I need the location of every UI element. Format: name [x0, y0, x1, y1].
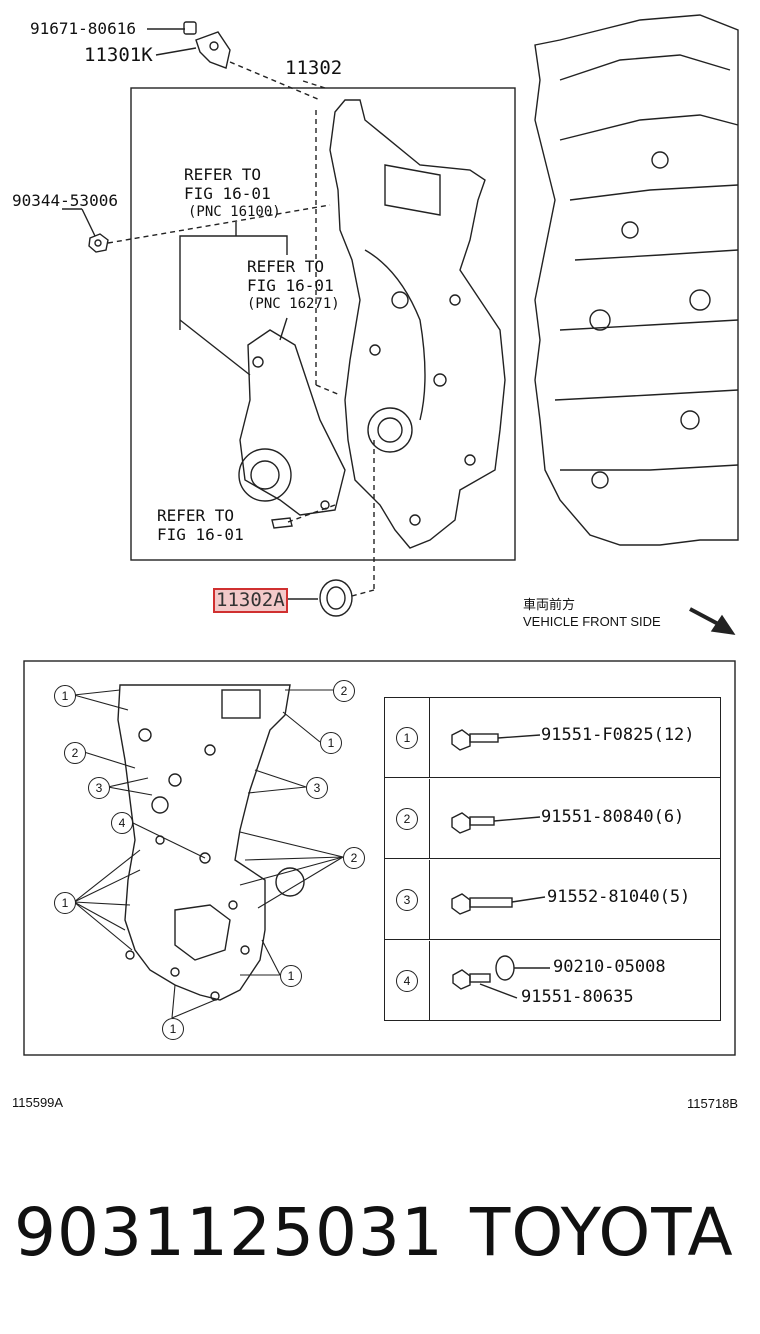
- water-pump-shape: [238, 329, 346, 516]
- table-num-cell: 1: [385, 698, 430, 777]
- callout-circle-3: 3: [306, 777, 328, 799]
- direction-label-jp: 車両前方: [523, 597, 576, 612]
- table-bolt-icons: [451, 729, 550, 999]
- callout-circle-1: 1: [54, 685, 76, 707]
- callout-circle-4: 4: [111, 812, 133, 834]
- part-number-washer[interactable]: 90210-05008: [553, 957, 666, 977]
- ref2-line1: REFER TO: [247, 257, 325, 276]
- label-sensor-bolt: 91671-80616: [30, 19, 136, 38]
- row-callout-circle: 2: [396, 808, 418, 830]
- callout-leaders: [73, 689, 344, 1019]
- table-num-cell: 4: [385, 941, 430, 1021]
- label-crank-sensor: 11301K: [84, 44, 153, 66]
- part-number[interactable]: 91552-81040(5): [547, 887, 691, 907]
- ref2-line2: FIG 16-01: [247, 276, 334, 295]
- fastener-table: 1 91551-F0825(12) 2 91551-80840(6) 3 915…: [384, 697, 721, 1021]
- callout-circle-1: 1: [280, 965, 302, 987]
- ref-callout-2: REFER TO FIG 16-01 (PNC 16271): [247, 257, 340, 314]
- callout-circle-2: 2: [333, 680, 355, 702]
- detail-panel-frame: [23, 660, 736, 1056]
- row-callout-circle: 1: [396, 727, 418, 749]
- table-row: 2 91551-80840(6): [385, 779, 720, 859]
- callout-circle-2: 2: [343, 847, 365, 869]
- ref-callout-1: REFER TO FIG 16-01 (PNC 16100): [184, 165, 281, 222]
- row-callout-circle: 4: [396, 970, 418, 992]
- front-direction-arrow-icon: [689, 607, 736, 635]
- table-num-cell: 3: [385, 860, 430, 939]
- ref-callout-3: REFER TO FIG 16-01: [157, 506, 244, 544]
- table-row: 3 91552-81040(5): [385, 860, 720, 940]
- bottom-brand: TOYOTA: [470, 1194, 734, 1271]
- callout-circle-1: 1: [54, 892, 76, 914]
- oil-seal-shape: [319, 579, 353, 617]
- table-row: 4 90210-05008 91551-80635: [385, 941, 720, 1021]
- table-row: 1 91551-F0825(12): [385, 698, 720, 778]
- exploded-parts-diagram: [23, 14, 739, 1056]
- small-bolt-shape: [271, 517, 293, 529]
- callout-circle-1: 1: [320, 732, 342, 754]
- callout-circle-1: 1: [162, 1018, 184, 1040]
- ref3-line1: REFER TO: [157, 506, 235, 525]
- bottom-part-number: 9031125031: [14, 1194, 444, 1271]
- callout-circle-2: 2: [64, 742, 86, 764]
- nut-shape: [88, 233, 109, 253]
- ref3-line2: FIG 16-01: [157, 525, 244, 544]
- sensor-shape: [183, 21, 231, 69]
- figure-code-right: 115718B: [687, 1096, 739, 1111]
- timing-cover-shape: [329, 99, 506, 549]
- row-callout-circle: 3: [396, 889, 418, 911]
- ref1-line3: (PNC 16100): [188, 204, 281, 220]
- part-number[interactable]: 91551-F0825(12): [541, 725, 695, 745]
- part-number-bolt[interactable]: 91551-80635: [521, 987, 634, 1007]
- ref1-line1: REFER TO: [184, 165, 262, 184]
- ref2-line3: (PNC 16271): [247, 296, 340, 312]
- direction-label-en: VEHICLE FRONT SIDE: [523, 614, 661, 629]
- ref1-line2: FIG 16-01: [184, 184, 271, 203]
- engine-block-shape: [534, 14, 739, 546]
- cover-group-frame: [130, 87, 516, 561]
- part-number[interactable]: 91551-80840(6): [541, 807, 685, 827]
- table-num-cell: 2: [385, 779, 430, 858]
- figure-code-left: 115599A: [12, 1095, 64, 1110]
- label-nut: 90344-53006: [12, 191, 118, 210]
- label-timing-cover: 11302: [285, 57, 343, 79]
- detail-cover-shape: [117, 684, 305, 1001]
- label-oil-seal-highlighted[interactable]: 11302A: [213, 588, 288, 613]
- callout-circle-3: 3: [88, 777, 110, 799]
